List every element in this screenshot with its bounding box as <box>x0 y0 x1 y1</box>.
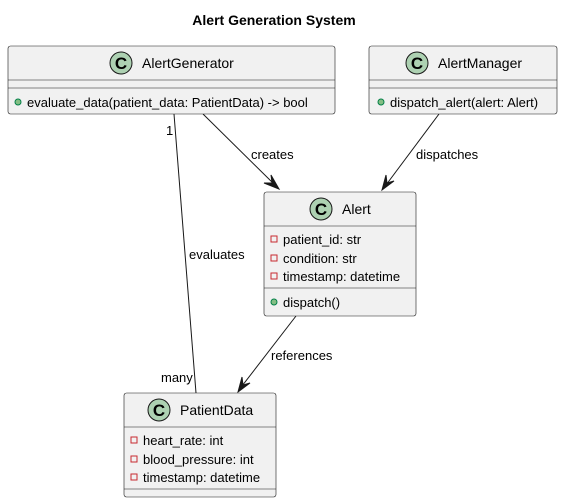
evaluates-source-multiplicity: 1 <box>166 123 173 138</box>
class-name: Alert <box>342 201 371 217</box>
private-field-icon <box>130 455 138 463</box>
public-method-icon <box>377 98 385 106</box>
dispatches-arrowhead <box>381 174 395 192</box>
evaluates-target-multiplicity: many <box>161 370 193 385</box>
private-field-icon <box>270 235 278 243</box>
class-badge-letter: C <box>315 200 327 219</box>
method: dispatch() <box>283 295 340 310</box>
class-patient-data[interactable]: C PatientData heart_rate: int blood_pres… <box>123 392 277 498</box>
evaluates-label: evaluates <box>189 247 245 262</box>
creates-arrowhead <box>263 174 281 190</box>
class-badge-icon <box>109 51 133 75</box>
field: blood_pressure: int <box>143 452 254 467</box>
field: patient_id: str <box>283 232 362 247</box>
public-method-icon <box>270 298 278 306</box>
class-badge-icon <box>405 51 429 75</box>
references-arrowhead <box>237 376 251 394</box>
field: heart_rate: int <box>143 433 224 448</box>
class-badge-letter: C <box>411 54 423 73</box>
relation-creates: creates <box>202 113 294 190</box>
class-badge-letter: C <box>115 54 127 73</box>
class-alert-generator[interactable]: C AlertGenerator evaluate_data(patient_d… <box>7 45 336 115</box>
class-badge-letter: C <box>153 401 165 420</box>
relation-references: references <box>237 315 333 394</box>
class-name: AlertGenerator <box>142 55 234 71</box>
class-alert-manager[interactable]: C AlertManager dispatch_alert(alert: Ale… <box>368 45 558 115</box>
private-field-icon <box>270 254 278 262</box>
class-name: AlertManager <box>438 55 522 71</box>
private-field-icon <box>130 436 138 444</box>
field: timestamp: datetime <box>143 470 260 485</box>
private-field-icon <box>130 473 138 481</box>
diagram-title: Alert Generation System <box>192 12 355 28</box>
method: evaluate_data(patient_data: PatientData)… <box>27 95 308 110</box>
dispatches-label: dispatches <box>416 147 479 162</box>
creates-label: creates <box>251 147 294 162</box>
relation-dispatches: dispatches <box>381 113 479 192</box>
public-method-icon <box>14 98 22 106</box>
class-badge-icon <box>147 398 171 422</box>
class-alert[interactable]: C Alert patient_id: str condition: str t… <box>263 191 417 317</box>
field: condition: str <box>283 251 357 266</box>
class-badge-icon <box>309 197 333 221</box>
method: dispatch_alert(alert: Alert) <box>390 95 538 110</box>
private-field-icon <box>270 272 278 280</box>
references-label: references <box>271 348 333 363</box>
relation-evaluates: evaluates 1 many <box>161 113 245 394</box>
field: timestamp: datetime <box>283 269 400 284</box>
class-name: PatientData <box>180 402 253 418</box>
